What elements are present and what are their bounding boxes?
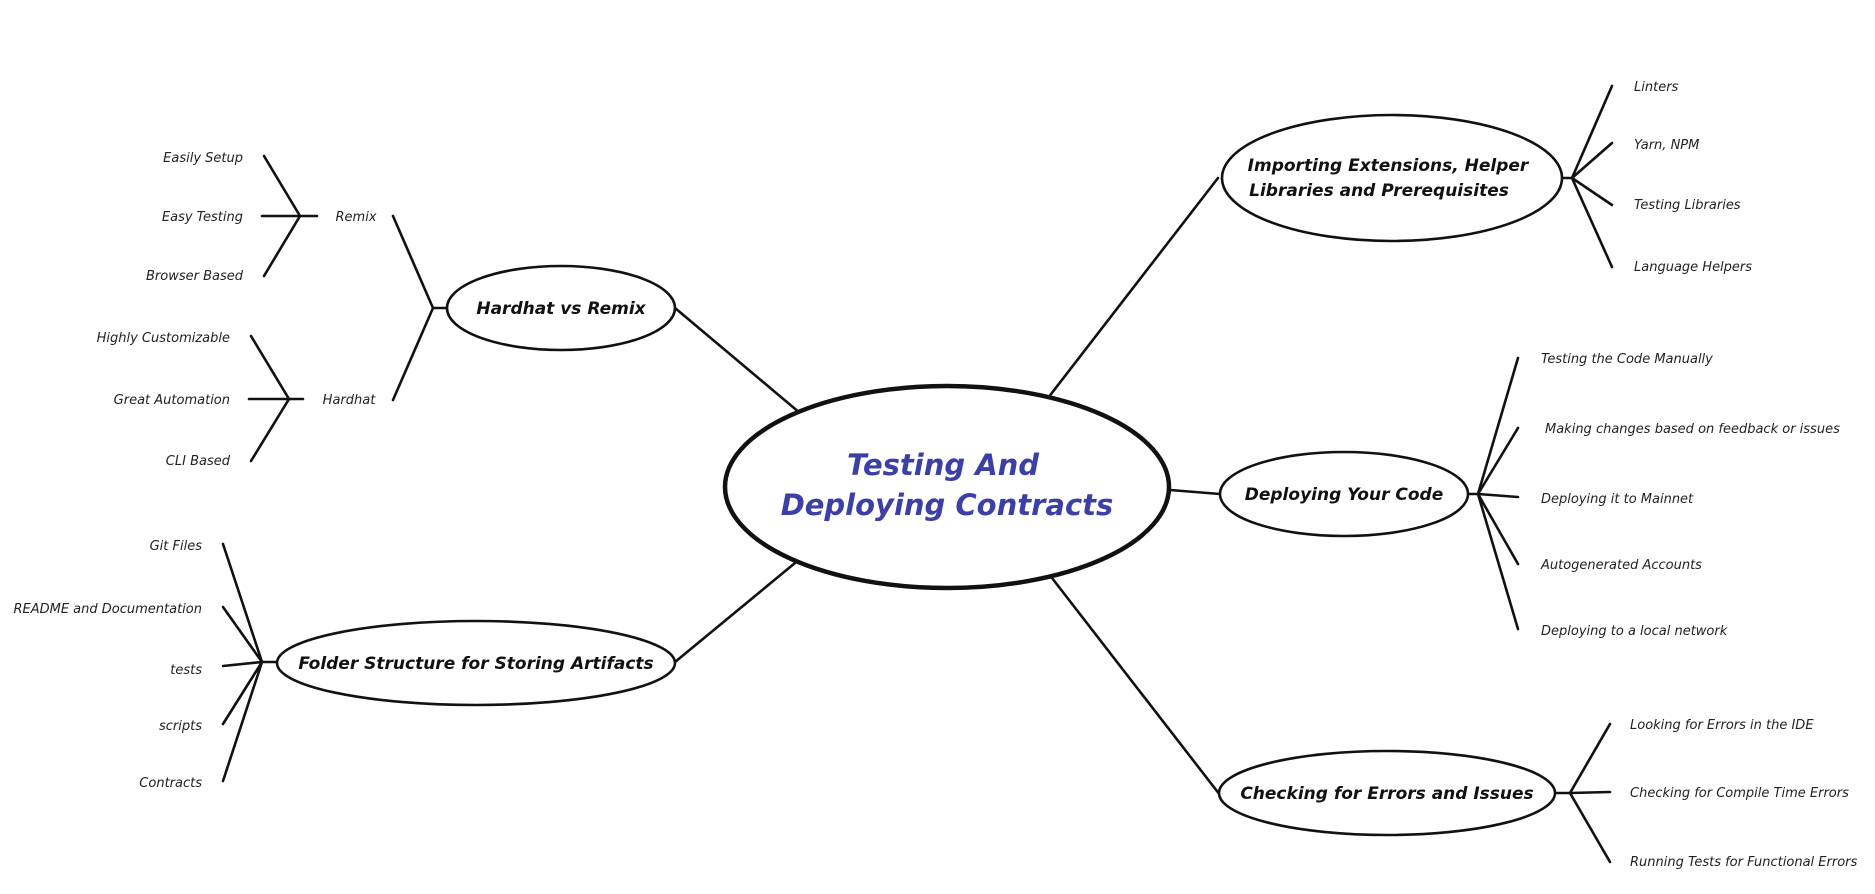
edge-remix-browser-based [262,214,302,278]
edge-hardhat-highly-customizable [249,334,291,401]
edge-root-importing-extensions [1046,176,1220,400]
folder-item-tests: tests [170,663,202,678]
edge-checking-ide [1568,722,1612,795]
topic-checking-errors: Checking for Errors and Issues [1217,749,1557,837]
group-hardhat-label: Hardhat [323,393,377,408]
hardhat-item-highly-customizable: Highly Customizable [97,331,230,346]
edge-importing-language-helpers [1570,176,1614,269]
topic-folder-structure: Folder Structure for Storing Artifacts [275,619,677,707]
topic-checking-errors-ellipse [1217,749,1557,837]
checking-item-functional: Running Tests for Functional Errors [1630,855,1857,870]
importing-item-language-helpers: Language Helpers [1634,260,1752,275]
topic-hardhat-vs-remix: Hardhat vs Remix [445,264,677,352]
checking-item-ide: Looking for Errors in the IDE [1630,718,1814,733]
hardhat-item-great-automation: Great Automation [114,393,230,408]
remix-item-easily-setup: Easily Setup [163,151,243,166]
topic-folder-structure-label: Folder Structure for Storing Artifacts [298,654,653,674]
edge-root-hardhat-vs-remix [673,306,802,415]
topic-deploying-code-label: Deploying Your Code [1245,485,1443,505]
root-node: Testing And Deploying Contracts [722,383,1172,591]
deploying-item-making-changes: Making changes based on feedback or issu… [1545,422,1840,437]
importing-item-yarn-npm: Yarn, NPM [1634,138,1699,153]
folder-item-readme: README and Documentation [13,602,202,617]
edge-deploying-mainnet [1476,492,1520,499]
folder-item-contracts: Contracts [139,776,202,791]
edge-deploying-testing-manually [1476,356,1520,496]
edge-folder-scripts [221,660,264,726]
topic-importing-extensions: Importing Extensions, Helper Libraries a… [1220,113,1564,243]
edge-folder-contracts [221,660,264,783]
edge-importing-testing-libraries [1570,176,1614,207]
edge-deploying-making-changes [1476,426,1520,496]
edge-root-folder-structure [673,561,797,664]
edge-to-hardhat [391,306,435,402]
topic-importing-extensions-line-2: Libraries and Prerequisites [1249,181,1509,201]
remix-item-easy-testing: Easy Testing [162,210,243,225]
group-remix-label: Remix [336,210,377,225]
topic-importing-extensions-ellipse [1220,113,1564,243]
edge-root-deploying-code [1168,488,1222,496]
edge-remix-easily-setup [262,154,302,218]
deploying-item-local-network: Deploying to a local network [1541,624,1728,639]
folder-item-scripts: scripts [159,719,202,734]
edge-importing-yarn-npm [1570,141,1614,180]
topic-hardhat-vs-remix-ellipse [445,264,677,352]
edge-hardhat-cli-based [249,397,291,463]
edge-folder-tests [221,660,264,668]
deploying-item-mainnet: Deploying it to Mainnet [1541,492,1694,507]
edge-folder-git-files [221,542,264,664]
hardhat-item-cli-based: CLI Based [166,454,231,469]
root-ellipse [722,383,1172,591]
topic-hardhat-vs-remix-label: Hardhat vs Remix [476,299,646,319]
topic-importing-extensions-line-1: Importing Extensions, Helper [1248,156,1530,176]
edge-to-remix [391,214,435,310]
root-title-line-1: Testing And [847,448,1039,482]
edge-deploying-autogenerated [1476,492,1520,566]
edge-importing-linters [1570,84,1614,180]
topic-folder-structure-ellipse [275,619,677,707]
folder-item-git-files: Git Files [150,539,203,554]
edge-folder-readme [221,605,264,664]
edge-checking-functional [1568,791,1612,864]
root-title-line-2: Deploying Contracts [781,488,1114,522]
checking-item-compile-time: Checking for Compile Time Errors [1630,786,1849,801]
edge-checking-compile-time [1568,790,1612,795]
deploying-item-testing-manually: Testing the Code Manually [1541,352,1713,367]
edge-deploying-local-network [1476,492,1520,631]
importing-item-testing-libraries: Testing Libraries [1634,198,1741,213]
edge-root-checking-errors [1050,576,1222,797]
topic-deploying-code: Deploying Your Code [1218,450,1470,538]
topic-checking-errors-label: Checking for Errors and Issues [1240,784,1533,804]
remix-item-browser-based: Browser Based [146,269,244,284]
topic-deploying-code-ellipse [1218,450,1470,538]
importing-item-linters: Linters [1634,80,1679,95]
deploying-item-autogenerated: Autogenerated Accounts [1540,558,1702,573]
